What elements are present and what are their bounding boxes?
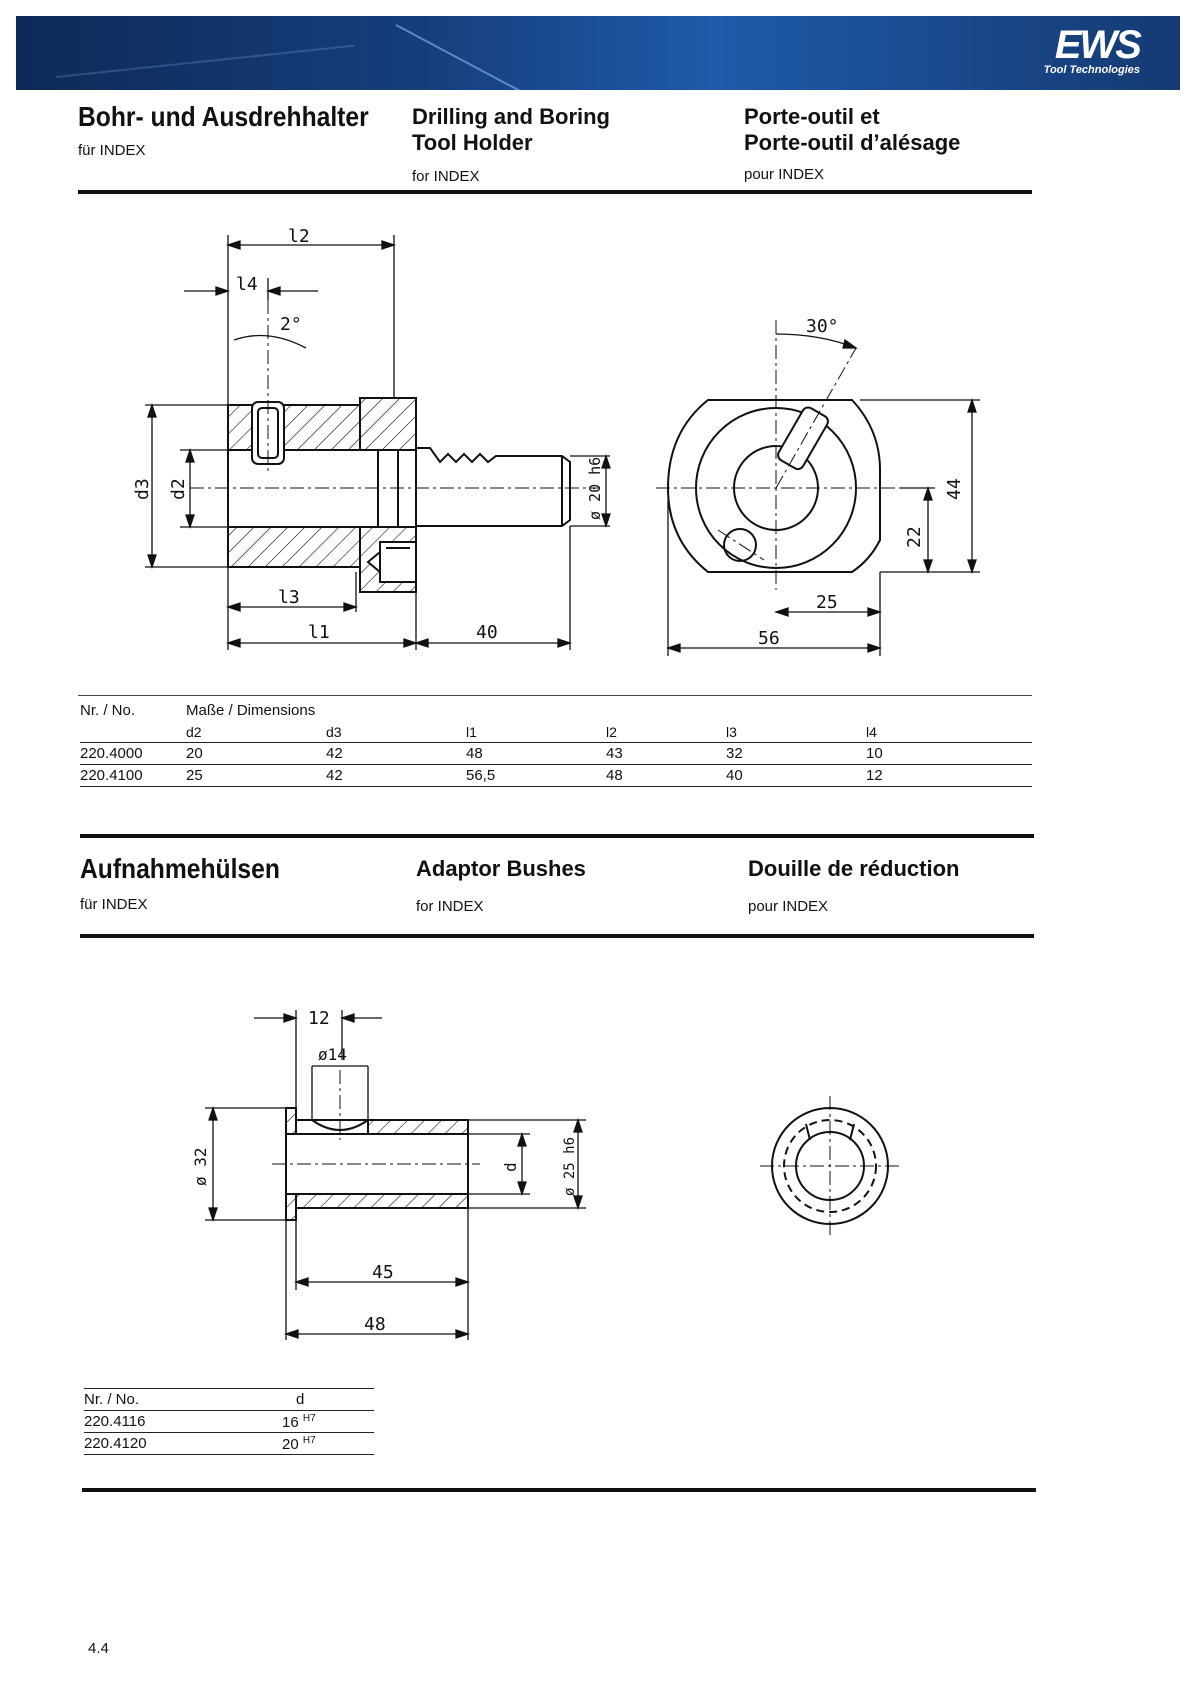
section2-sub-de: für INDEX	[80, 896, 148, 913]
section1-title-en-2: Tool Holder	[412, 130, 533, 155]
footer-rule	[82, 1488, 1036, 1492]
label-d32: ø 32	[191, 1147, 210, 1186]
cell-d: 20 H7	[224, 1432, 374, 1455]
cell-d: 16 H7	[224, 1410, 374, 1433]
section2-title-de: Aufnahmehülsen	[80, 853, 280, 884]
logo-text: EWS	[1054, 23, 1142, 67]
table1-top-rule	[78, 695, 1032, 696]
table1-header-d3: d3	[326, 721, 466, 743]
label-l4: l4	[236, 274, 258, 295]
section2-sub-fr: pour INDEX	[748, 898, 829, 915]
section2-header-en: Adaptor Bushes for INDEX	[416, 856, 586, 915]
table-row: 220.4116 16 H7	[84, 1410, 374, 1433]
banner-streak	[395, 24, 538, 90]
table1-header-l2: l2	[606, 721, 726, 743]
label-12: 12	[308, 1008, 330, 1029]
cell-d3: 42	[326, 742, 466, 765]
cell-d-value: 16	[282, 1413, 299, 1431]
table1-header-d2: d2	[186, 721, 326, 743]
label-shank: ø 20 h6	[586, 457, 604, 520]
section1-title-fr-2: Porte-outil d’alésage	[744, 130, 961, 155]
section1-title-fr-1: Porte-outil et	[744, 104, 880, 129]
cell-l2: 48	[606, 764, 726, 787]
cell-l4: 12	[866, 764, 1032, 787]
cell-l3: 32	[726, 742, 866, 765]
label-l3: l3	[278, 587, 300, 608]
cell-d2: 25	[186, 764, 326, 787]
logo-tagline: Tool Technologies	[1043, 64, 1140, 76]
label-56: 56	[758, 628, 780, 649]
table1-col-dims: Maße / Dimensions	[186, 702, 316, 719]
adaptor-bush-table: Nr. / No. d 220.4116 16 H7 220.4120 20 H…	[84, 1388, 374, 1455]
label-d14: ø14	[318, 1045, 347, 1064]
table2-col-no: Nr. / No.	[84, 1388, 224, 1411]
table-row: 220.4120 20 H7	[84, 1432, 374, 1455]
cell-d-tolerance: H7	[302, 1434, 316, 1446]
row-number: 220.4000	[80, 742, 186, 765]
adaptor-bush-drawing: 12 ø14 ø 32 d ø 25 h6 45 48	[191, 1008, 900, 1340]
section2-title-fr: Douille de réduction	[748, 856, 960, 881]
label-d25: ø 25 h6	[562, 1137, 578, 1196]
label-d: d	[501, 1162, 520, 1172]
label-25: 25	[816, 592, 838, 613]
table1-header-l1: l1	[466, 721, 606, 743]
section2-sub-en: for INDEX	[416, 898, 484, 915]
banner-streak	[55, 44, 355, 78]
label-22: 22	[904, 526, 925, 548]
table2-col-d: d	[224, 1388, 374, 1411]
section1-header-de: Bohr- und Ausdrehhalter für INDEX	[78, 101, 408, 160]
table-row: 220.4000 20 42 48 43 32 10	[80, 742, 1032, 765]
section1-sub-fr: pour INDEX	[744, 166, 825, 183]
cell-d-value: 20	[282, 1435, 299, 1453]
label-l2: l2	[288, 226, 310, 247]
label-40: 40	[476, 622, 498, 643]
front-outline	[666, 399, 881, 573]
label-45: 45	[372, 1262, 394, 1283]
section2-title-en: Adaptor Bushes	[416, 856, 586, 881]
cell-d-tolerance: H7	[302, 1412, 316, 1424]
tool-holder-table: Nr. / No. Maße / Dimensions d2 d3 l1 l2 …	[80, 700, 1032, 787]
tool-holder-drawing: l2 l4 2° d3 d2 l3 l1 40 ø 20 h6	[132, 226, 980, 656]
label-44: 44	[944, 478, 965, 500]
row-number: 220.4116	[84, 1410, 224, 1433]
cell-l1: 48	[466, 742, 606, 765]
label-d3: d3	[132, 478, 153, 500]
cell-l1: 56,5	[466, 764, 606, 787]
row-number: 220.4120	[84, 1432, 224, 1455]
bush-inner-circle	[783, 1119, 877, 1213]
cell-d3: 42	[326, 764, 466, 787]
cell-l3: 40	[726, 764, 866, 787]
label-30deg: 30°	[806, 316, 839, 337]
section2-header-fr: Douille de réduction pour INDEX	[748, 856, 959, 915]
section2-rule	[80, 934, 1034, 938]
header-banner: EWS Tool Technologies	[16, 16, 1180, 90]
section1-sub-de: für INDEX	[78, 142, 146, 159]
section1-title-de: Bohr- und Ausdrehhalter	[78, 101, 369, 132]
section1-sub-en: for INDEX	[412, 168, 480, 185]
section1-header-fr: Porte-outil et Porte-outil d’alésage pou…	[744, 104, 960, 183]
table1-header-l4: l4	[866, 721, 1032, 743]
label-angle: 2°	[280, 314, 302, 335]
cell-l2: 43	[606, 742, 726, 765]
page-number: 4.4	[88, 1640, 109, 1657]
table-row: 220.4100 25 42 56,5 48 40 12	[80, 764, 1032, 787]
label-48: 48	[364, 1314, 386, 1335]
section2-top-rule	[80, 834, 1034, 838]
label-d2: d2	[168, 478, 189, 500]
ews-logo: EWS Tool Technologies	[1043, 23, 1142, 76]
section1-rule	[78, 190, 1032, 194]
table1-col-no: Nr. / No.	[80, 702, 136, 719]
cell-l4: 10	[866, 742, 1032, 765]
row-number: 220.4100	[80, 764, 186, 787]
section1-header-en: Drilling and Boring Tool Holder for INDE…	[412, 104, 610, 185]
table1-header-l3: l3	[726, 721, 866, 743]
cell-d2: 20	[186, 742, 326, 765]
section2-header-de: Aufnahmehülsen für INDEX	[80, 853, 307, 914]
label-l1: l1	[308, 622, 330, 643]
section1-title-en-1: Drilling and Boring	[412, 104, 610, 129]
